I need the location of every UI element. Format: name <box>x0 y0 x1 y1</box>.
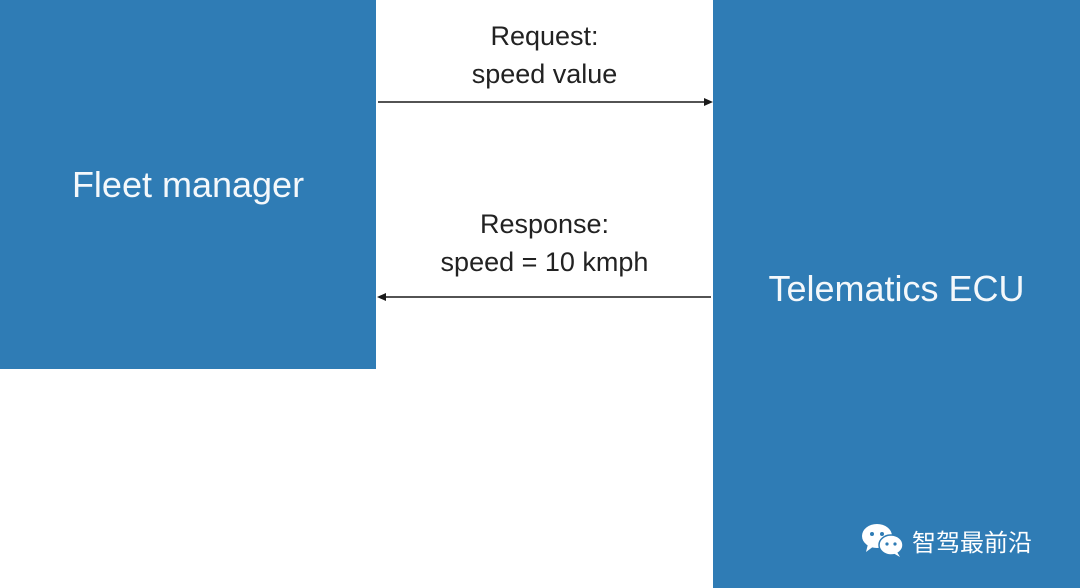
fleet-manager-label: Fleet manager <box>71 163 305 205</box>
request-title: Request: <box>490 21 599 51</box>
request-message-label: Request: speed value <box>376 17 713 93</box>
request-detail: speed value <box>471 59 618 89</box>
response-message-label: Response: speed = 10 kmph <box>376 205 713 281</box>
telematics-ecu-label: Telematics ECU <box>768 268 1025 309</box>
response-detail: speed = 10 kmph <box>440 247 649 277</box>
response-arrow <box>377 293 711 301</box>
request-arrow <box>378 98 713 106</box>
watermark-text: 智驾最前沿 <box>912 528 1032 557</box>
telematics-ecu-node: Telematics ECU <box>713 0 1080 588</box>
response-title: Response: <box>479 209 610 239</box>
fleet-manager-node: Fleet manager <box>0 0 376 369</box>
watermark: 智驾最前沿 <box>860 522 1032 558</box>
wechat-icon <box>862 524 904 557</box>
